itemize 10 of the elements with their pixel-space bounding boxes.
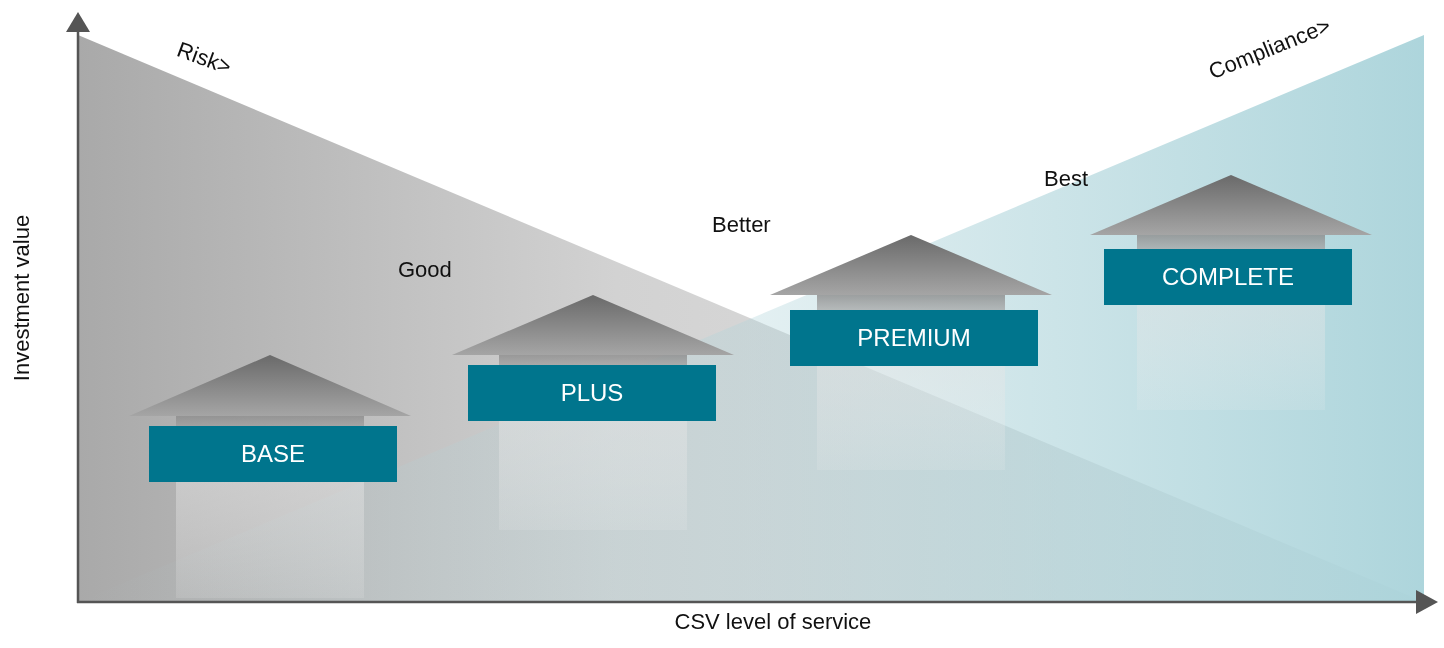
tier-label: Best [1044, 168, 1089, 190]
service-level-box: COMPLETE [1104, 249, 1352, 305]
x-axis-label: CSV level of service [674, 611, 872, 633]
risk-label: Risk> [174, 38, 235, 79]
service-level-box: PLUS [468, 365, 716, 421]
service-level-box: BASE [149, 426, 397, 482]
tier-label: Better [712, 214, 771, 236]
y-axis-label: Investment value [11, 214, 34, 382]
tier-label: Good [398, 259, 452, 281]
service-level-box: PREMIUM [790, 310, 1038, 366]
